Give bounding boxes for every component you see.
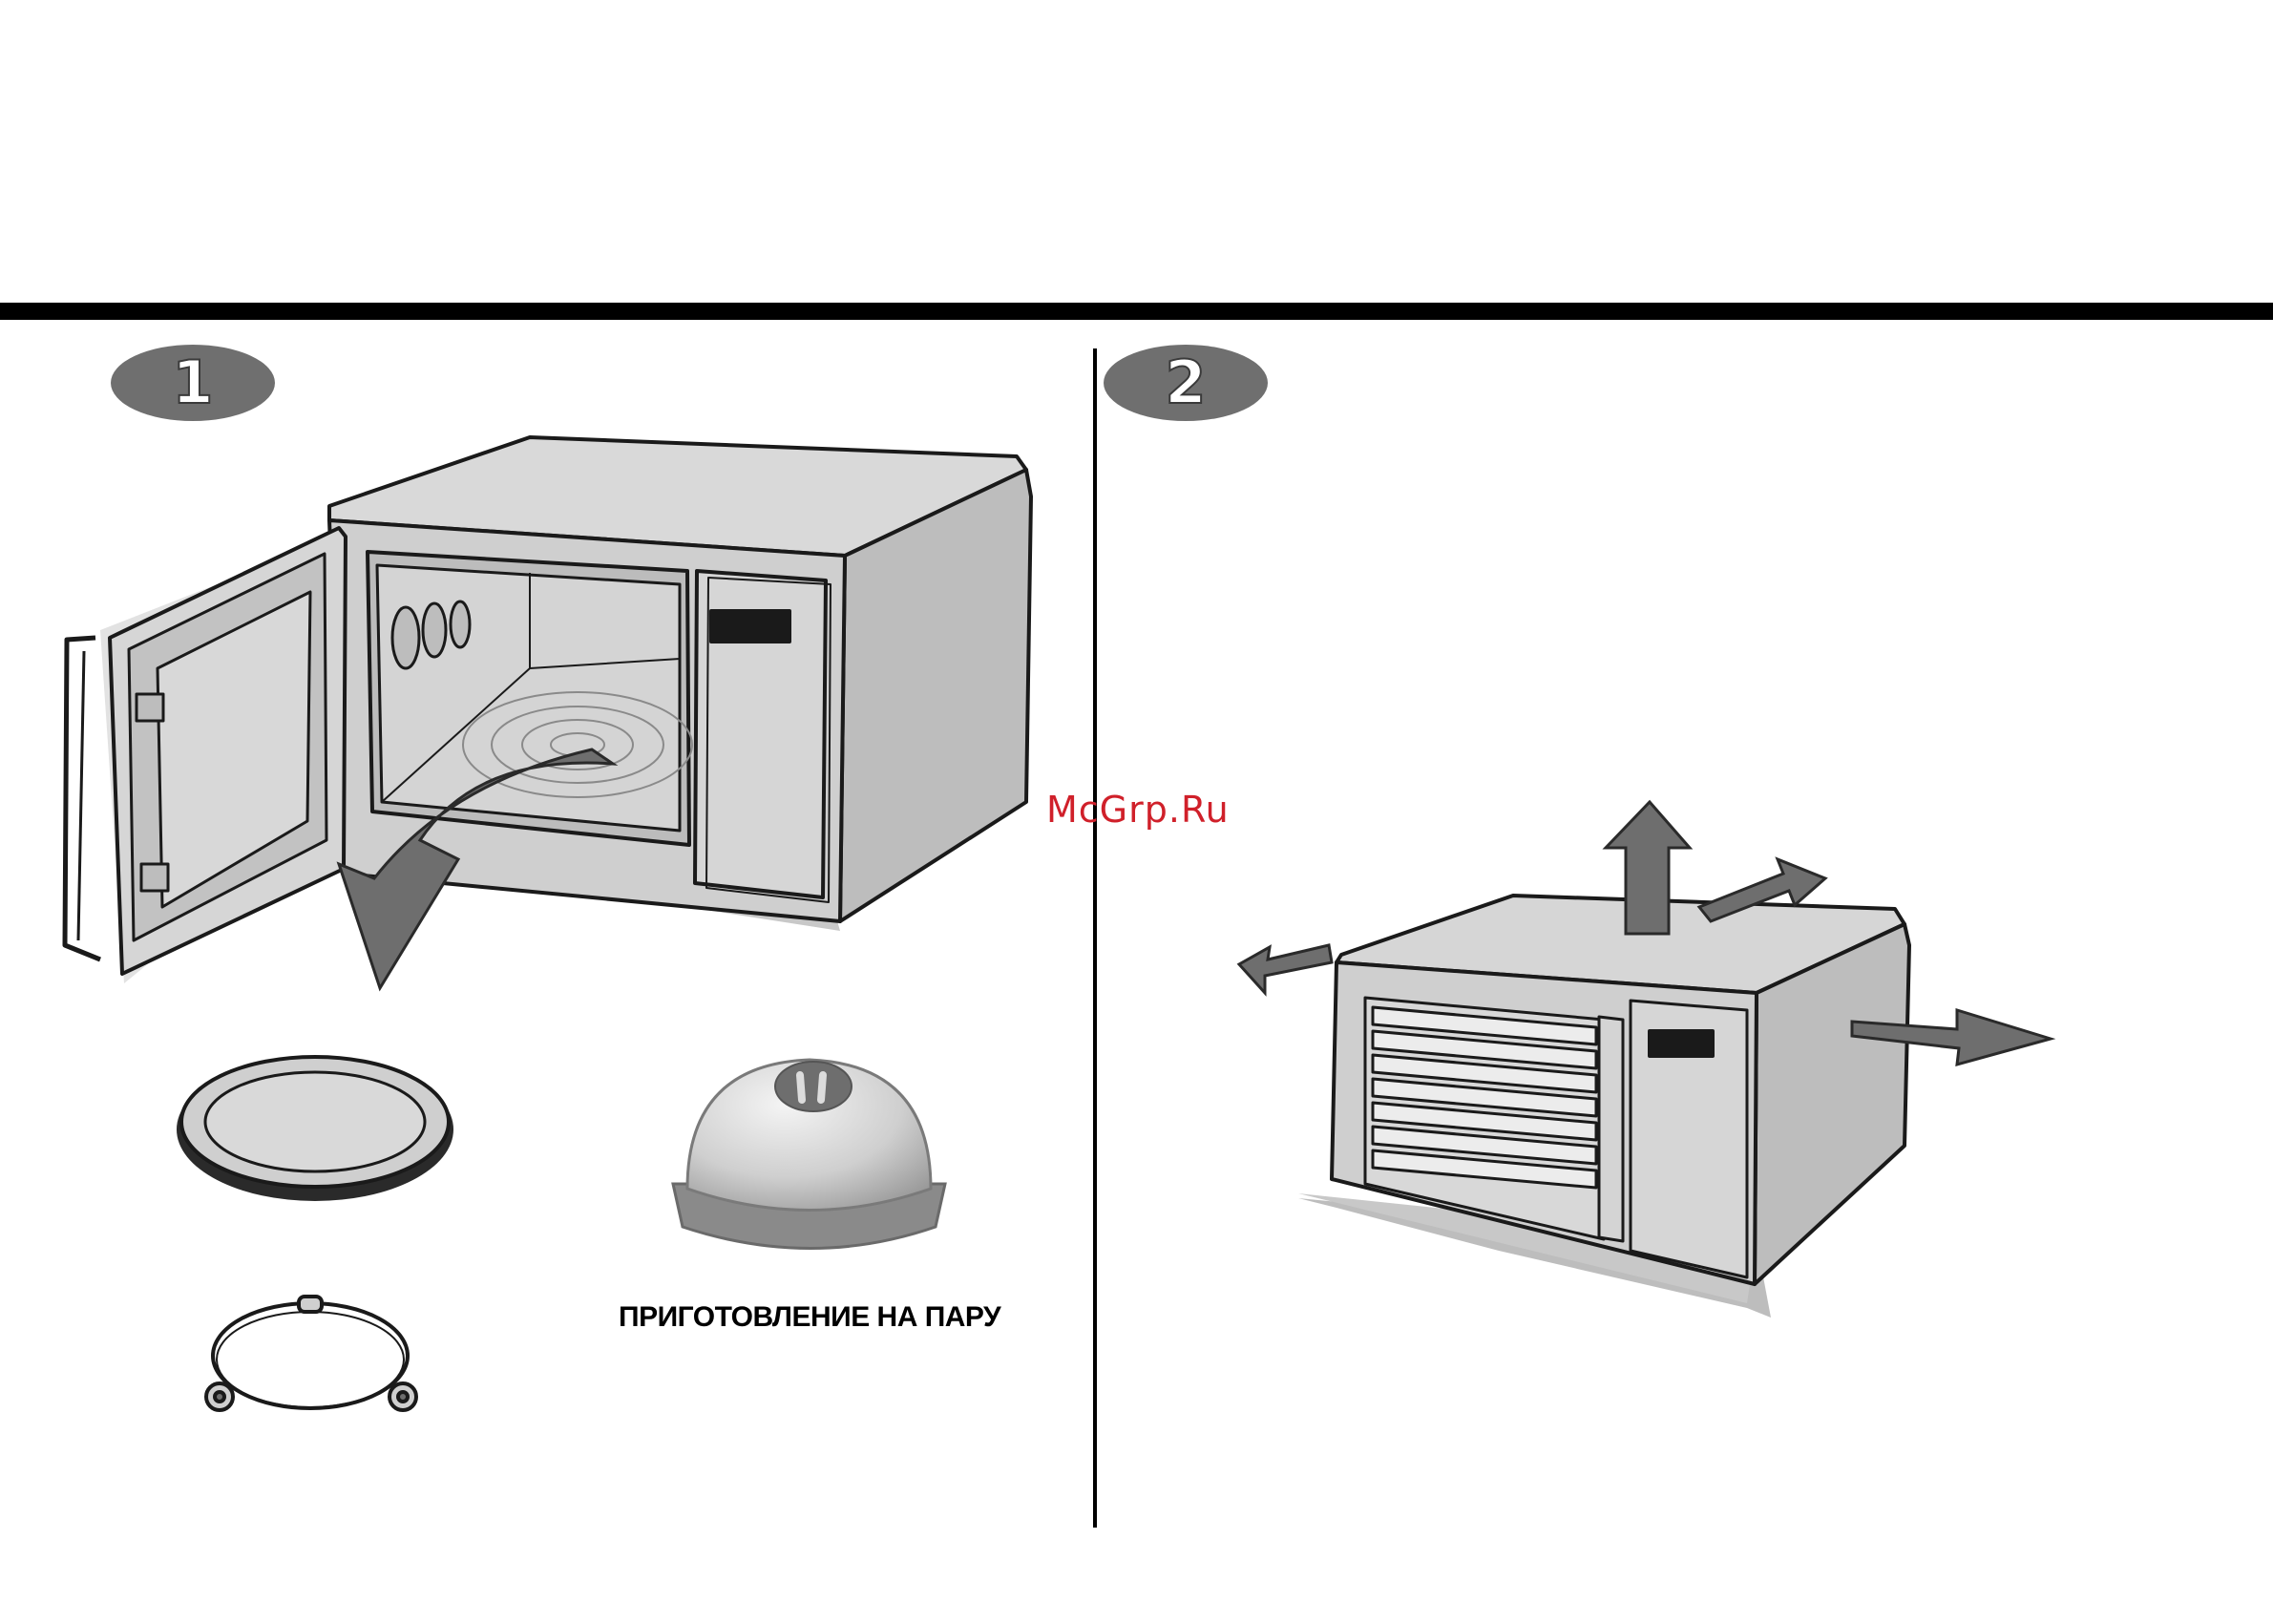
glass-tray-icon [177, 1057, 453, 1201]
microwave-open-door-icon [65, 437, 1031, 983]
steam-cover-icon [673, 1060, 945, 1249]
step-1-badge: 1 [111, 345, 275, 421]
microwave-closed-icon [1298, 896, 1909, 1318]
steam-cooking-caption: ПРИГОТОВЛЕНИЕ НА ПАРУ [619, 1301, 1000, 1334]
step-2-badge: 2 [1104, 345, 1268, 421]
watermark-text: McGrp.Ru [1046, 789, 1230, 831]
step-2-number: 2 [1165, 348, 1206, 417]
step-1-number: 1 [172, 348, 213, 417]
roller-ring-icon [206, 1297, 416, 1410]
